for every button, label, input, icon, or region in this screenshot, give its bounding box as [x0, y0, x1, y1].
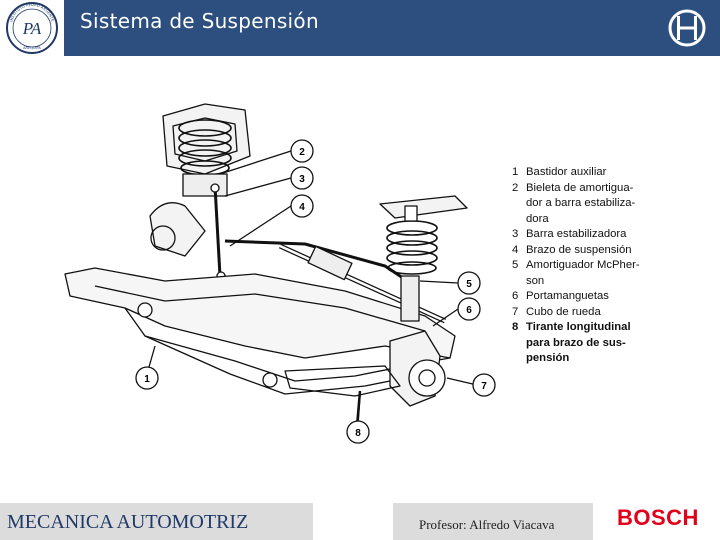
callout-2: 2 [290, 139, 314, 163]
svg-text:4: 4 [299, 202, 305, 213]
callout-4: 4 [290, 194, 314, 218]
course-name: MECANICA AUTOMOTRIZ [7, 511, 249, 533]
bosch-emblem [655, 0, 720, 56]
bosch-logo-text: BOSCH [617, 505, 699, 530]
callout-1: 1 [135, 366, 159, 390]
svg-text:8: 8 [355, 428, 361, 439]
svg-text:1: 1 [144, 374, 150, 385]
svg-text:2: 2 [299, 147, 305, 158]
logo-monogram: PA [22, 19, 42, 38]
footer-course-box: MECANICA AUTOMOTRIZ [0, 503, 313, 540]
callout-6: 6 [457, 297, 481, 321]
svg-text:6: 6 [466, 305, 472, 316]
header: PA AREQUIPA INSTITUTO PEDRO ARGENTE Sist… [0, 0, 720, 56]
footer-teacher-box: Profesor: Alfredo Viacava [393, 503, 593, 540]
callout-3: 3 [290, 166, 314, 190]
svg-text:7: 7 [481, 381, 487, 392]
callout-7: 7 [472, 373, 496, 397]
title-bar: Sistema de Suspensión [64, 0, 655, 56]
callout-8: 8 [346, 420, 370, 444]
logo-subtext: AREQUIPA [23, 46, 41, 50]
suspension-diagram: 2 3 4 5 6 7 1 8 [64, 103, 496, 444]
school-logo: PA AREQUIPA INSTITUTO PEDRO ARGENTE [0, 0, 64, 56]
callout-5: 5 [457, 271, 481, 295]
svg-text:3: 3 [299, 174, 305, 185]
svg-text:5: 5 [466, 279, 472, 290]
page-title: Sistema de Suspensión [80, 9, 319, 33]
teacher-name: Profesor: Alfredo Viacava [419, 517, 555, 532]
